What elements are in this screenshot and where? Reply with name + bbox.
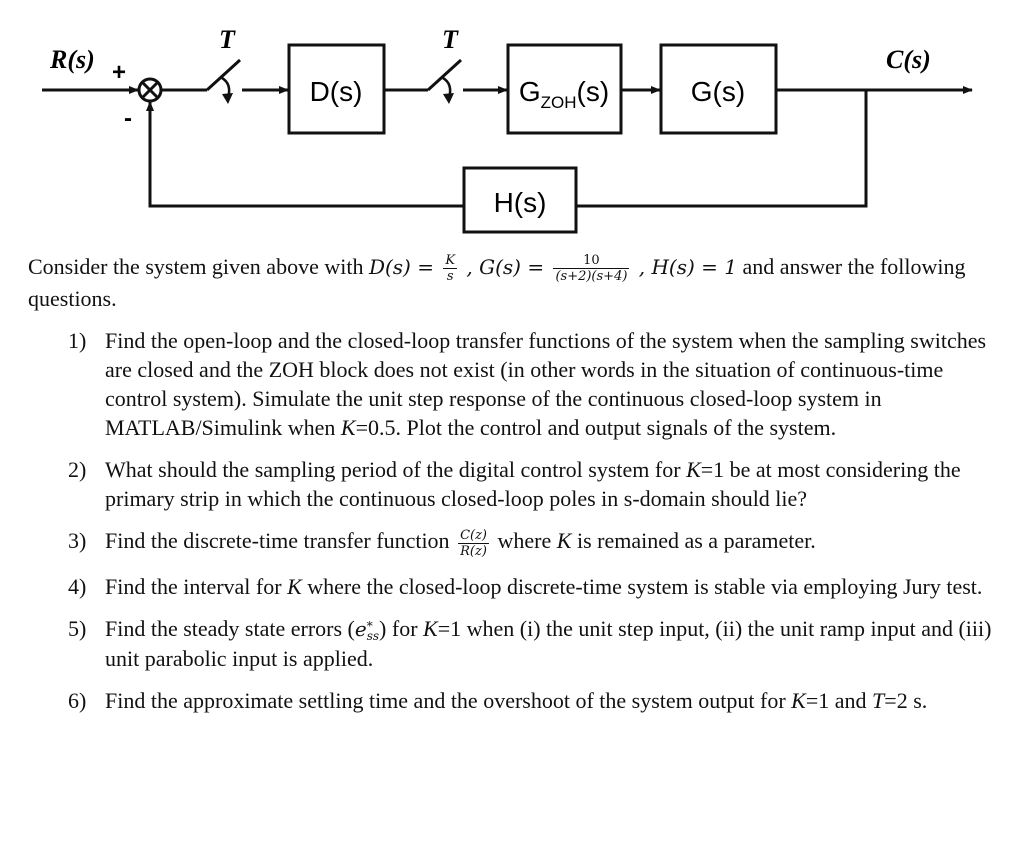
feedback-block-label: H(s)	[494, 187, 547, 218]
controller-block	[287, 43, 386, 135]
input-label: R(s)	[49, 45, 95, 74]
question-number: 6)	[68, 687, 87, 713]
question-number: 4)	[68, 573, 87, 599]
plant-block-label: G(s)	[691, 76, 745, 107]
question-item: 6) Find the approximate settling time an…	[68, 687, 928, 713]
feedback-block	[462, 166, 578, 234]
zoh-block	[506, 43, 623, 135]
g-fraction: 10(s+2)(s+4)	[553, 253, 630, 285]
question-list: 1) Find the open-loop and the closed-loo…	[28, 326, 1003, 714]
intro-paragraph: Consider the system given above with D(s…	[28, 252, 1003, 314]
cz-rz-fraction: C(z)R(z)	[458, 527, 490, 559]
sampler-switch-2	[426, 58, 463, 104]
summing-junction	[137, 77, 163, 103]
feedback-line-left	[146, 101, 464, 208]
question-item: 2) What should the sampling period of th…	[68, 457, 961, 512]
question-item: 3) Find the discrete-time transfer funct…	[68, 527, 816, 559]
question-number: 3)	[68, 528, 87, 554]
plus-sign: +	[112, 59, 126, 86]
question-item: 5) Find the steady state errors (e*ss) f…	[68, 615, 992, 671]
intro-before: Consider the system given above with	[28, 254, 369, 279]
controller-block-label: D(s)	[310, 76, 363, 107]
d-lhs: D(s) =	[368, 255, 441, 279]
output-label: C(s)	[886, 45, 931, 74]
question-number: 1)	[68, 328, 87, 354]
plant-block	[659, 43, 778, 135]
question-item: 4) Find the interval for K where the clo…	[68, 573, 983, 599]
intro-after: and answer the following questions.	[28, 254, 966, 312]
d-denominator: s	[446, 269, 454, 285]
g-denominator: (s+2)(s+4)	[555, 269, 628, 285]
g-numerator: 10	[553, 253, 630, 270]
question-item: 1) Find the open-loop and the closed-loo…	[68, 328, 987, 441]
sampler-switch-1	[205, 58, 242, 104]
question-number: 2)	[68, 457, 87, 483]
problem-text: Consider the system given above with D(s…	[28, 252, 1003, 728]
feedback-line-right	[576, 90, 868, 208]
block-diagram: R(s) + - T D(s) T GZOH(s) G(s) C(s) H(s)	[42, 25, 973, 234]
minus-sign: -	[124, 105, 132, 132]
ess-symbol: e*ss	[354, 616, 380, 643]
zoh-block-label: GZOH(s)	[519, 76, 609, 112]
d-numerator: K	[443, 253, 458, 270]
g-lhs: , G(s) =	[460, 255, 551, 279]
question-number: 5)	[68, 615, 87, 641]
sampler-1-label: T	[219, 25, 236, 54]
sampler-2-label: T	[442, 25, 459, 54]
h-expression: , H(s) = 1	[632, 255, 738, 279]
